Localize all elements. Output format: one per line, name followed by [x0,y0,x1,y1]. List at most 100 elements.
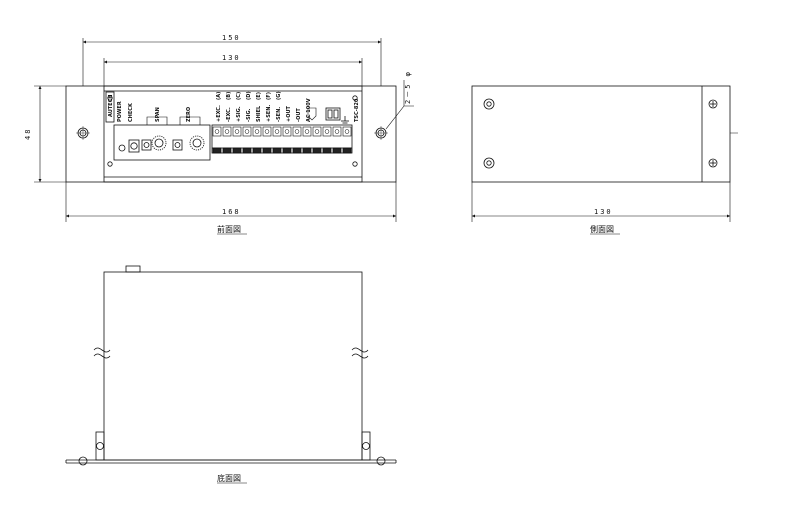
bottom-slot-right [376,456,386,466]
bottom-view-caption: 底面図 [217,473,241,483]
side-view [471,85,738,183]
bottom-hole-right [362,442,370,450]
terminal-base [292,147,302,154]
side-hole-bottom-left [483,157,495,169]
terminal-screw-head [214,129,220,134]
terminal-base [322,147,332,154]
brand-label: AUTECH [108,95,114,117]
terminal-screw [322,126,332,137]
terminal-screw [232,126,242,137]
terminal-screw [312,126,322,137]
terminal-code: (D) [246,91,252,100]
terminal-screw [332,126,342,137]
terminal-screw-head [234,129,240,134]
side-screw-bottom-right [708,158,718,168]
terminal-base [332,147,342,154]
terminal-screw [292,126,302,137]
front-body-outline [103,85,363,183]
terminal-base [242,147,252,154]
brand-box [105,91,115,123]
terminal-base [252,147,262,154]
dim-130-label: 130 [222,54,241,62]
terminal-screw-head [344,129,350,134]
terminal-base [212,147,222,154]
bottom-body-outline [103,271,363,461]
terminal-base [312,147,322,154]
terminal-base [262,147,272,154]
terminal-base [302,147,312,154]
control-panel [113,124,211,161]
terminal-screw-head [324,129,330,134]
terminal-label: -SIG. [246,108,252,122]
terminal-code: (C) [236,92,242,100]
terminal-base [232,147,242,154]
mounting-hole-right [374,126,388,140]
panel-label: POWER [117,101,123,122]
terminal-screw-head [254,129,260,134]
break-mark-left [93,347,111,353]
bottom-connector-stub [125,265,141,273]
bottom-slot-left [78,456,88,466]
terminal-label: -SEN. [276,107,282,122]
terminal-code: (F) [266,92,272,100]
mounting-hole-left [76,126,90,140]
terminal-screw [242,126,252,137]
terminal-label: -EXC. [226,107,232,122]
terminal-base [342,147,352,154]
terminal-screw [282,126,292,137]
side-screw-top-right [708,99,718,109]
terminal-base [272,147,282,154]
terminal-label: +SIG. [236,106,242,122]
terminal-screw-head [294,129,300,134]
terminal-base [282,147,292,154]
zero-trim-pot [172,139,183,151]
side-dim-130-label: 130 [594,208,613,216]
terminal-screw-head [274,129,280,134]
terminal-screw [222,126,232,137]
terminal-screw-head [304,129,310,134]
terminal-screws [212,126,352,154]
terminal-screw [252,126,262,137]
terminal-screw-head [284,129,290,134]
zero-dial [189,135,205,151]
terminal-block [211,124,353,154]
panel-label: ZERO [186,107,192,122]
terminal-code: (B) [226,92,232,100]
panel-label: SPAN [155,107,161,122]
terminal-screw [342,126,352,137]
span-dial [151,135,167,151]
side-outline [471,85,731,183]
terminal-labels: +EXC. -EXC. +SIG. -SIG. SHIEL +SEN. -SEN. +OUT-… [216,91,312,122]
side-dimensions [471,182,731,222]
terminal-label: +OUT [286,106,292,123]
terminal-label: -OUT [296,108,302,122]
dim-150-label: 150 [222,34,241,42]
terminal-screw [302,126,312,137]
terminal-code: (A) [216,92,222,100]
terminal-screw-head [314,129,320,134]
bottom-view [65,265,397,466]
dim-48-label: 48 [24,128,32,140]
check-switch [128,139,140,153]
terminal-code: (E) [256,92,262,100]
ground-symbol [341,116,349,124]
hole-note-label: 2－5 φ [404,70,412,104]
terminal-label: +SEN. [266,105,272,122]
terminal-code: (G) [276,91,282,100]
bottom-hole-left [96,442,104,450]
dim-168-label: 168 [222,208,241,216]
panel-label: CHECK [128,102,134,122]
side-view-caption: 側面図 [590,224,614,234]
terminal-screw-head [244,129,250,134]
panel-labels: POWER CHECK SPAN ZERO [117,101,192,122]
terminal-screw-head [264,129,270,134]
span-trim-pot [141,139,152,151]
terminal-screw-head [334,129,340,134]
model-label: TSC-820 [354,98,360,122]
front-view [65,85,397,183]
ac-connector [325,107,341,121]
break-mark-right [351,347,369,353]
terminal-label: +EXC. [216,105,222,122]
terminal-label: SHIEL [256,105,262,122]
